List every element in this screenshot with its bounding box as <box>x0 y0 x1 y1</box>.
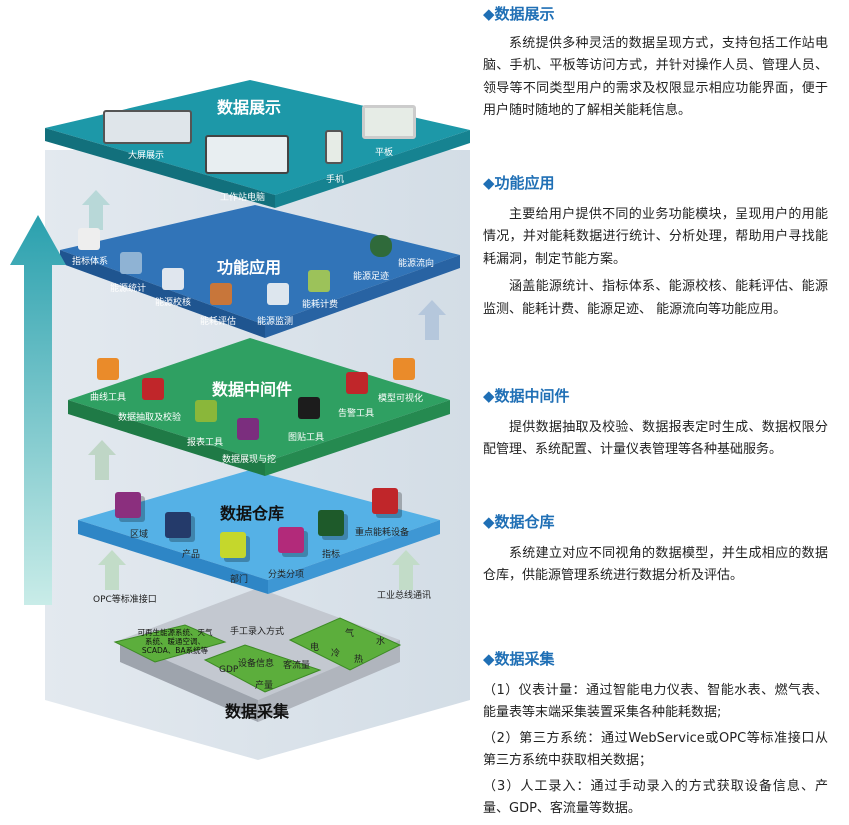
graph-tool-icon <box>298 397 320 419</box>
item-label: 告警工具 <box>338 409 375 419</box>
section-collect: ◆数据采集 （1）仪表计量：通过智能电力仪表、智能水表、燃气表、能量表等末端采集… <box>483 648 828 821</box>
fieldbus-label: 工业总线通讯 <box>377 591 432 601</box>
alarm-tool-icon <box>346 372 368 394</box>
item-label: 能源足迹 <box>353 272 390 282</box>
item-label: 产品 <box>182 550 201 560</box>
section-text: 系统提供多种灵活的数据呈现方式，支持包括工作站电脑、手机、平板等访问方式，并针对… <box>483 35 828 119</box>
item-label: 热 <box>354 655 364 665</box>
pad-manual <box>203 644 322 693</box>
item-label: 能源校核 <box>155 298 192 308</box>
cube-icon <box>318 510 344 536</box>
item-big-screen: 大屏展示 <box>128 151 165 161</box>
workstation-icon <box>205 135 289 174</box>
item-label: 产量 <box>255 681 274 691</box>
evaluate-icon <box>210 283 232 305</box>
third-party-systems-label: 可再生能源系统、天气系统、暖通空调、SCADA、BA系统等 <box>137 628 213 655</box>
section-function: ◆功能应用 主要给用户提供不同的业务功能模块，呈现用户的用能情况，并对能耗数据进… <box>483 172 828 321</box>
item-label: 能源监测 <box>257 317 294 327</box>
indicator-icon <box>78 228 100 250</box>
opc-interface-label: OPC等标准接口 <box>93 595 157 605</box>
item-label: 模型可视化 <box>378 394 424 404</box>
up-arrow <box>82 190 110 230</box>
section-heading: ◆功能应用 <box>483 174 555 192</box>
up-arrow <box>418 300 446 340</box>
layer-title-display: 数据展示 <box>217 98 282 117</box>
statistics-icon <box>120 252 142 274</box>
layer-middleware <box>68 338 450 462</box>
item-label: 曲线工具 <box>90 393 127 403</box>
billing-icon <box>308 270 330 292</box>
section-heading: ◆数据采集 <box>483 650 555 668</box>
pad-third-party <box>113 624 227 663</box>
tablet-icon <box>362 105 416 139</box>
phone-icon <box>325 130 343 164</box>
item-label: 设备信息 <box>238 659 275 669</box>
section-display: ◆数据展示 系统提供多种灵活的数据呈现方式，支持包括工作站电脑、手机、平板等访问… <box>483 3 828 123</box>
item-label: 能耗评估 <box>200 317 237 327</box>
item-label: 指标体系 <box>72 257 109 267</box>
item-label: 报表工具 <box>187 438 224 448</box>
section-heading: ◆数据仓库 <box>483 513 555 531</box>
section-text: （3）人工录入：通过手动录入的方式获取设备信息、产量、GDP、客流量等数据。 <box>483 778 828 817</box>
check-icon <box>162 268 184 290</box>
item-label: 部门 <box>230 575 249 585</box>
section-middleware: ◆数据中间件 提供数据抽取及校验、数据报表定时生成、数据权限分配管理、系统配置、… <box>483 385 828 462</box>
visualize-icon <box>393 358 415 380</box>
big-up-arrow <box>10 215 66 605</box>
item-tablet: 平板 <box>375 148 394 158</box>
big-screen-icon <box>103 110 192 144</box>
layer-title-middleware: 数据中间件 <box>212 380 293 399</box>
cube-icon <box>115 492 141 518</box>
layer-warehouse <box>78 470 440 580</box>
monitor-icon <box>267 283 289 305</box>
section-heading: ◆数据中间件 <box>483 387 570 405</box>
section-text: （1）仪表计量：通过智能电力仪表、智能水表、燃气表、能量表等末端采集装置采集各种… <box>483 682 828 721</box>
item-label: 分类分项 <box>268 570 305 580</box>
item-label: 能耗计费 <box>302 300 339 310</box>
architecture-diagram: 数据展示 大屏展示 工作站电脑 手机 平板 功能应用 指标体系 能源统计 能源校… <box>10 80 470 760</box>
item-label: 能源流向 <box>398 259 435 269</box>
up-arrow <box>98 550 126 590</box>
section-text: 系统建立对应不同视角的数据模型，并生成相应的数据仓库，供能源管理系统进行数据分析… <box>483 545 828 584</box>
section-text: 提供数据抽取及校验、数据报表定时生成、数据权限分配管理、系统配置、计量仪表管理等… <box>483 419 828 458</box>
cube-icon <box>165 512 191 538</box>
item-label: 气 <box>345 629 355 639</box>
section-text: （2）第三方系统：通过WebService或OPC等标准接口从第三方系统中获取相… <box>483 730 828 769</box>
layer-collect-top <box>120 588 400 700</box>
layer-function <box>60 205 460 325</box>
item-label: 指标 <box>322 550 341 560</box>
item-label: 水 <box>376 637 386 647</box>
section-text: 涵盖能源统计、指标体系、能源校核、能耗评估、能源监测、能耗计费、能源足迹、 能源… <box>483 279 828 317</box>
section-heading: ◆数据展示 <box>483 5 555 23</box>
item-workstation: 工作站电脑 <box>220 193 266 203</box>
cube-icon <box>278 527 304 553</box>
section-warehouse: ◆数据仓库 系统建立对应不同视角的数据模型，并生成相应的数据仓库，供能源管理系统… <box>483 511 828 588</box>
layer-title-collect: 数据采集 <box>225 702 290 721</box>
item-label: 数据展现与挖 <box>222 455 277 465</box>
item-label: 冷 <box>331 649 341 659</box>
curve-tool-icon <box>97 358 119 380</box>
layer-title-warehouse: 数据仓库 <box>220 504 285 523</box>
cube-icon <box>372 488 398 514</box>
item-label: 数据抽取及校验 <box>118 413 182 423</box>
extract-icon <box>142 378 164 400</box>
item-phone: 手机 <box>326 175 345 185</box>
cube-icon <box>220 532 246 558</box>
item-label: 图贴工具 <box>288 433 325 443</box>
layer-title-function: 功能应用 <box>217 258 282 277</box>
section-text: 主要给用户提供不同的业务功能模块，呈现用户的用能情况，并对能耗数据进行统计、分析… <box>483 206 828 267</box>
report-tool-icon <box>195 400 217 422</box>
item-label: 能源统计 <box>110 284 147 294</box>
manual-entry-label: 手工录入方式 <box>230 627 285 637</box>
footprint-icon <box>370 235 392 257</box>
item-label: 电 <box>310 643 320 653</box>
item-label: 区域 <box>130 530 149 540</box>
pad-meters <box>288 617 402 671</box>
item-label: 客流量 <box>283 661 311 671</box>
up-arrow <box>392 550 420 590</box>
item-label: GDP <box>219 665 239 675</box>
up-arrow <box>88 440 116 480</box>
item-label: 重点能耗设备 <box>355 528 410 538</box>
data-mining-icon <box>237 418 259 440</box>
